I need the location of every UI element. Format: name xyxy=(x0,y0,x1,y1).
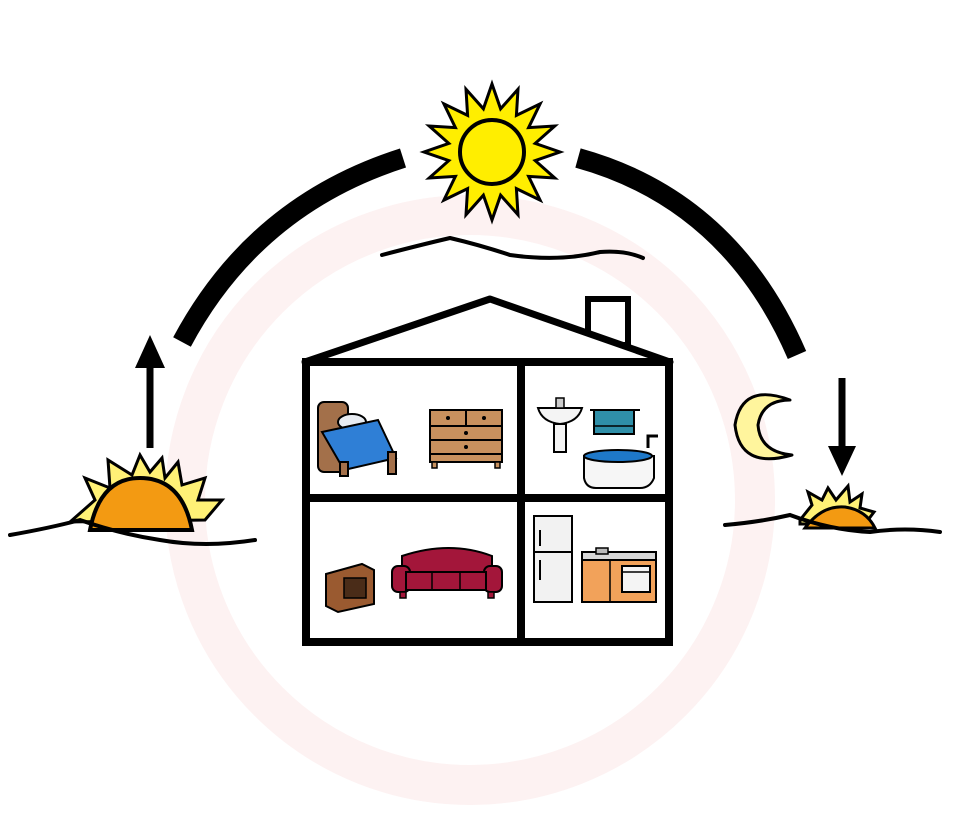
right-arc xyxy=(575,148,807,359)
tv-icon xyxy=(325,562,375,614)
sunrise-icon xyxy=(8,451,257,546)
arrow-down-icon xyxy=(828,378,856,476)
sofa-icon xyxy=(391,547,503,599)
fridge-icon xyxy=(533,515,573,603)
room-bedroom xyxy=(317,401,503,477)
kitchen-counter-icon xyxy=(581,547,657,603)
dresser-icon xyxy=(429,409,503,469)
sun-icon xyxy=(419,79,565,225)
towel-icon xyxy=(590,409,640,435)
arrow-up-icon xyxy=(135,335,165,448)
room-living-room xyxy=(325,547,503,614)
sunset-icon xyxy=(723,482,942,535)
left-arc xyxy=(173,148,407,347)
sink-icon xyxy=(536,397,584,453)
moon-icon xyxy=(733,393,794,461)
bed-icon xyxy=(317,401,398,477)
bathtub-icon xyxy=(583,434,658,489)
cloud-line xyxy=(380,235,645,260)
room-bathroom xyxy=(536,397,658,489)
room-kitchen xyxy=(533,515,657,603)
